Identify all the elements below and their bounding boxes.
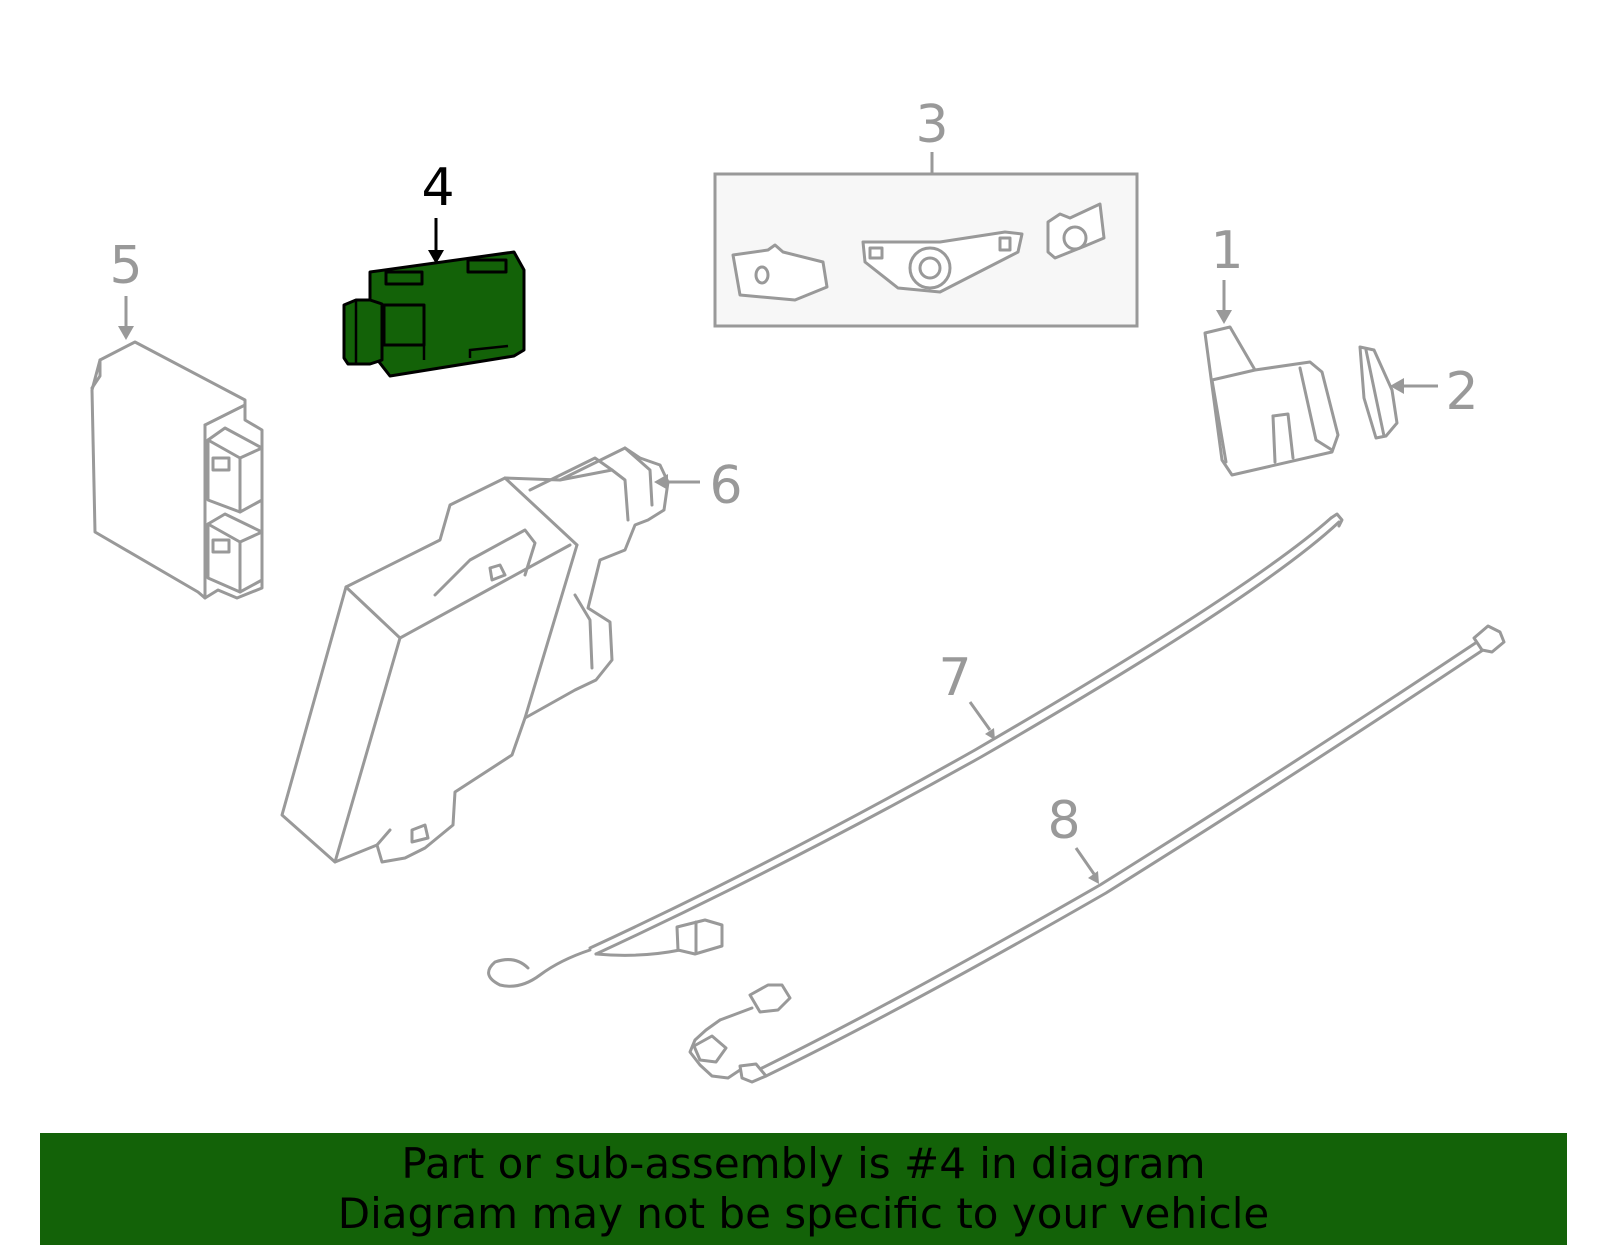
- arrowhead-1: [1216, 310, 1232, 324]
- arrowhead-6: [654, 474, 668, 490]
- banner-line-2: Diagram may not be specific to your vehi…: [337, 1189, 1270, 1238]
- callout-6[interactable]: 6: [709, 456, 742, 516]
- callout-7[interactable]: 7: [938, 648, 971, 708]
- part-8-wire-harness[interactable]: [688, 624, 1506, 1084]
- part-6-module-assembly[interactable]: [280, 446, 670, 864]
- banner-line-1: Part or sub-assembly is #4 in diagram: [401, 1139, 1206, 1188]
- arrowhead-4: [428, 250, 444, 264]
- arrowhead-2: [1390, 378, 1404, 394]
- part-2-seal-ring[interactable]: [1358, 345, 1399, 440]
- part-5-module[interactable]: [90, 340, 264, 600]
- leader-line-7: [968, 701, 992, 731]
- callout-3[interactable]: 3: [915, 95, 948, 155]
- callout-4[interactable]: 4: [421, 158, 454, 218]
- arrowhead-8: [1088, 871, 1099, 884]
- callout-5[interactable]: 5: [109, 236, 142, 296]
- leader-line-8: [1074, 847, 1096, 875]
- part-3-brackets: [731, 202, 1106, 302]
- info-banner: Part or sub-assembly is #4 in diagram Di…: [40, 1133, 1567, 1245]
- callout-8[interactable]: 8: [1047, 791, 1080, 851]
- part-1-sensor[interactable]: [1203, 325, 1340, 477]
- arrowhead-5: [118, 326, 134, 340]
- arrowhead-7: [985, 728, 995, 740]
- part-4-module[interactable]: [342, 250, 526, 378]
- part-7-wire-harness[interactable]: [487, 512, 1344, 988]
- callout-1[interactable]: 1: [1210, 221, 1243, 281]
- callout-2[interactable]: 2: [1445, 362, 1478, 422]
